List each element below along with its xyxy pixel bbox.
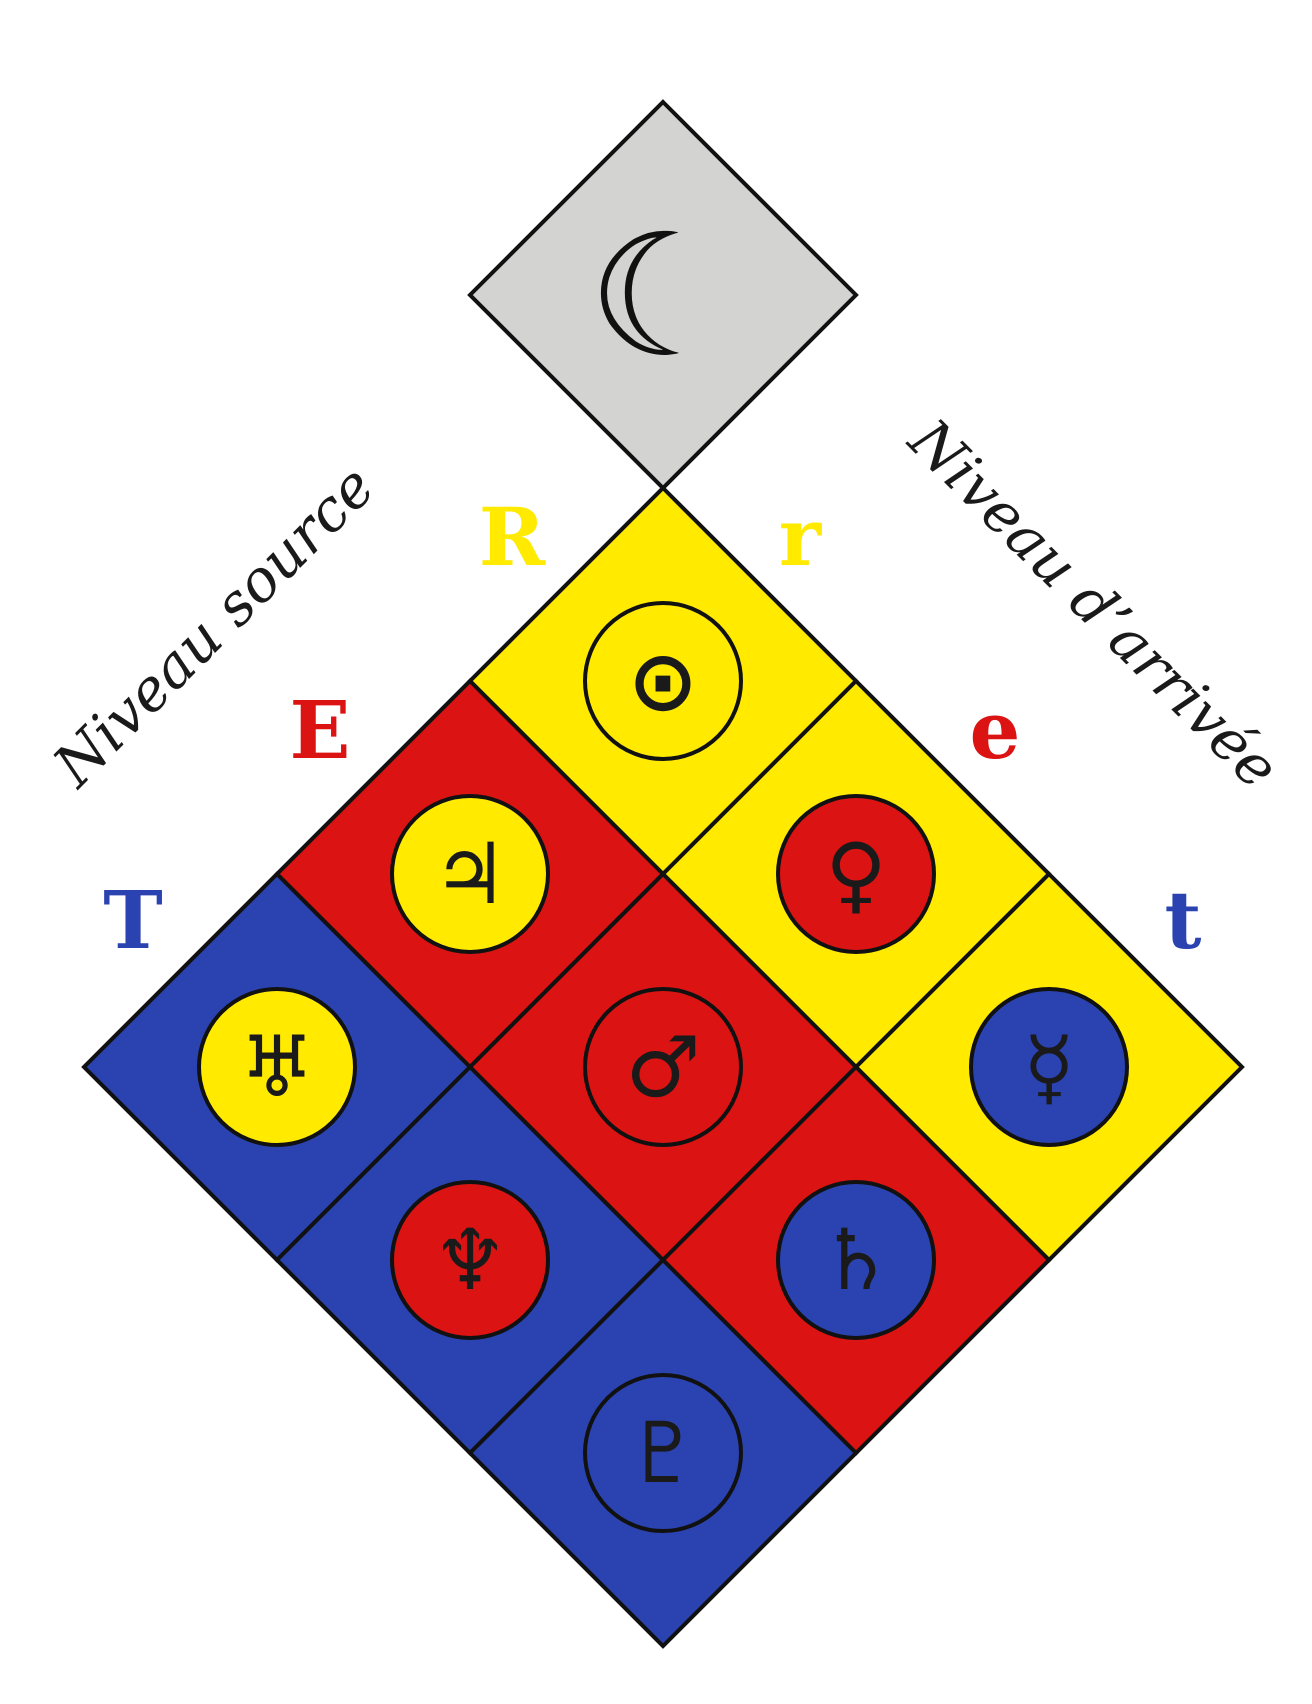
planet-disc (776, 1180, 936, 1340)
moon-icon: ☾ (587, 198, 739, 396)
planet-disc (776, 794, 936, 954)
planet-disc (583, 987, 743, 1147)
planet-disc (583, 601, 743, 761)
venus-icon: ♀ (825, 825, 887, 923)
grid-group: ⊙ ♀ ☿ ♃ ♂ ♄ ♅ ♆ ♇ (81, 485, 1245, 1649)
top-cell-group: ☾ (467, 99, 859, 491)
mars-icon: ♂ (625, 1018, 700, 1116)
pluto-icon: ♇ (625, 1404, 700, 1502)
sun-icon: ⊙ (628, 632, 698, 730)
saturn-icon: ♄ (818, 1211, 893, 1309)
left-letter-E: E (290, 683, 351, 777)
right-letter-r: r (779, 490, 822, 584)
right-letter-t: t (1165, 873, 1202, 967)
right-side-label: Niveau d’arrivée (895, 404, 1293, 802)
uranus-icon: ♅ (239, 1018, 314, 1116)
left-letter-T: T (103, 873, 163, 967)
planet-disc (197, 987, 357, 1147)
cell-pluto: ♇ (467, 1257, 859, 1649)
left-letter-R: R (479, 490, 546, 584)
mercury-icon: ☿ (1023, 1018, 1075, 1116)
planet-disc (969, 987, 1129, 1147)
corner-letters-group: R E Tr e t (103, 490, 1201, 967)
neptune-icon: ♆ (432, 1211, 507, 1309)
planet-disc (390, 794, 550, 954)
planet-disc (583, 1373, 743, 1533)
jupiter-icon: ♃ (432, 825, 507, 923)
right-letter-e: e (970, 683, 1021, 777)
planet-disc (390, 1180, 550, 1340)
